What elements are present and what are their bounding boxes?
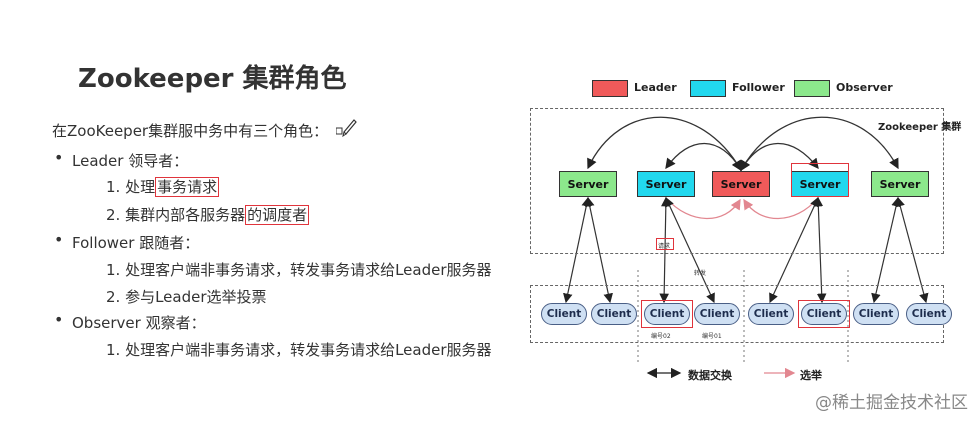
client-2: Client	[591, 303, 637, 325]
legend-follower-swatch	[690, 80, 726, 97]
note-request: 请求	[658, 243, 671, 250]
duty-prefix: 2. 集群内部各服务器	[106, 206, 246, 224]
data-exchange-link	[585, 196, 613, 304]
bullet-dot: •	[54, 310, 64, 329]
bullet-dot: •	[54, 230, 64, 249]
leader-observer-link	[587, 116, 742, 172]
server-leader: Server	[712, 171, 770, 197]
highlight-box	[641, 300, 693, 328]
leader-observer-link	[740, 116, 899, 172]
highlight-box	[656, 238, 674, 250]
client-5: Client	[748, 303, 794, 325]
legend-leader-label: Leader	[634, 81, 677, 94]
server-follower-1: Server	[637, 171, 695, 197]
bullet-dot: •	[54, 148, 64, 167]
data-exchange-link	[895, 196, 929, 304]
highlighted-text: 的调度者	[245, 205, 310, 225]
legend-election-label: 选举	[800, 369, 822, 382]
client-1: Client	[541, 303, 587, 325]
zookeeper-cluster-region	[530, 108, 944, 254]
leader-follower-link	[665, 142, 742, 172]
role-observer-duty-1: 1. 处理客户端非事务请求，转发事务请求给Leader服务器	[106, 341, 492, 359]
pencil-icon	[336, 119, 357, 138]
data-exchange-link	[769, 196, 819, 304]
cluster-label: Zookeeper 集群	[878, 122, 962, 133]
role-follower-duty-2: 2. 参与Leader选举投票	[106, 288, 267, 306]
data-exchange-link	[563, 196, 591, 304]
data-exchange-link	[813, 196, 827, 304]
server-observer-2: Server	[871, 171, 929, 197]
intro-text: 在ZooKeeper集群服中务中有三个角色：	[52, 122, 329, 140]
role-leader-duty-1: 1. 处理事务请求	[106, 176, 220, 197]
watermark-text: @稀土掘金技术社区	[815, 393, 968, 413]
data-exchange-link	[665, 196, 715, 304]
note-client-id-02: 编号02	[651, 333, 671, 340]
client-3: Client	[644, 303, 690, 325]
note-forward: 转发	[694, 270, 707, 277]
legend-follower-label: Follower	[732, 81, 785, 94]
server-observer-1: Server	[559, 171, 617, 197]
highlight-box	[791, 163, 849, 197]
legend-data-exchange-label: 数据交换	[688, 369, 732, 382]
page-title: Zookeeper 集群角色	[78, 64, 347, 94]
legend-leader-swatch	[592, 80, 628, 97]
client-6: Client	[801, 303, 847, 325]
legend-observer-swatch	[794, 80, 830, 97]
data-exchange-link	[871, 196, 901, 304]
client-4: Client	[694, 303, 740, 325]
role-leader-duty-2: 2. 集群内部各服务器的调度者	[106, 204, 310, 225]
duty-prefix: 1. 处理	[106, 178, 156, 196]
note-client-id-01: 编号01	[702, 333, 722, 340]
client-8: Client	[906, 303, 952, 325]
client-7: Client	[853, 303, 899, 325]
role-leader-name: Leader 领导者：	[72, 152, 189, 170]
highlighted-text: 事务请求	[155, 177, 220, 197]
role-follower-name: Follower 跟随者：	[72, 234, 200, 252]
role-observer-name: Observer 观察者：	[72, 314, 206, 332]
legend-observer-label: Observer	[836, 81, 893, 94]
highlight-box	[798, 300, 850, 328]
role-follower-duty-1: 1. 处理客户端非事务请求，转发事务请求给Leader服务器	[106, 261, 492, 279]
